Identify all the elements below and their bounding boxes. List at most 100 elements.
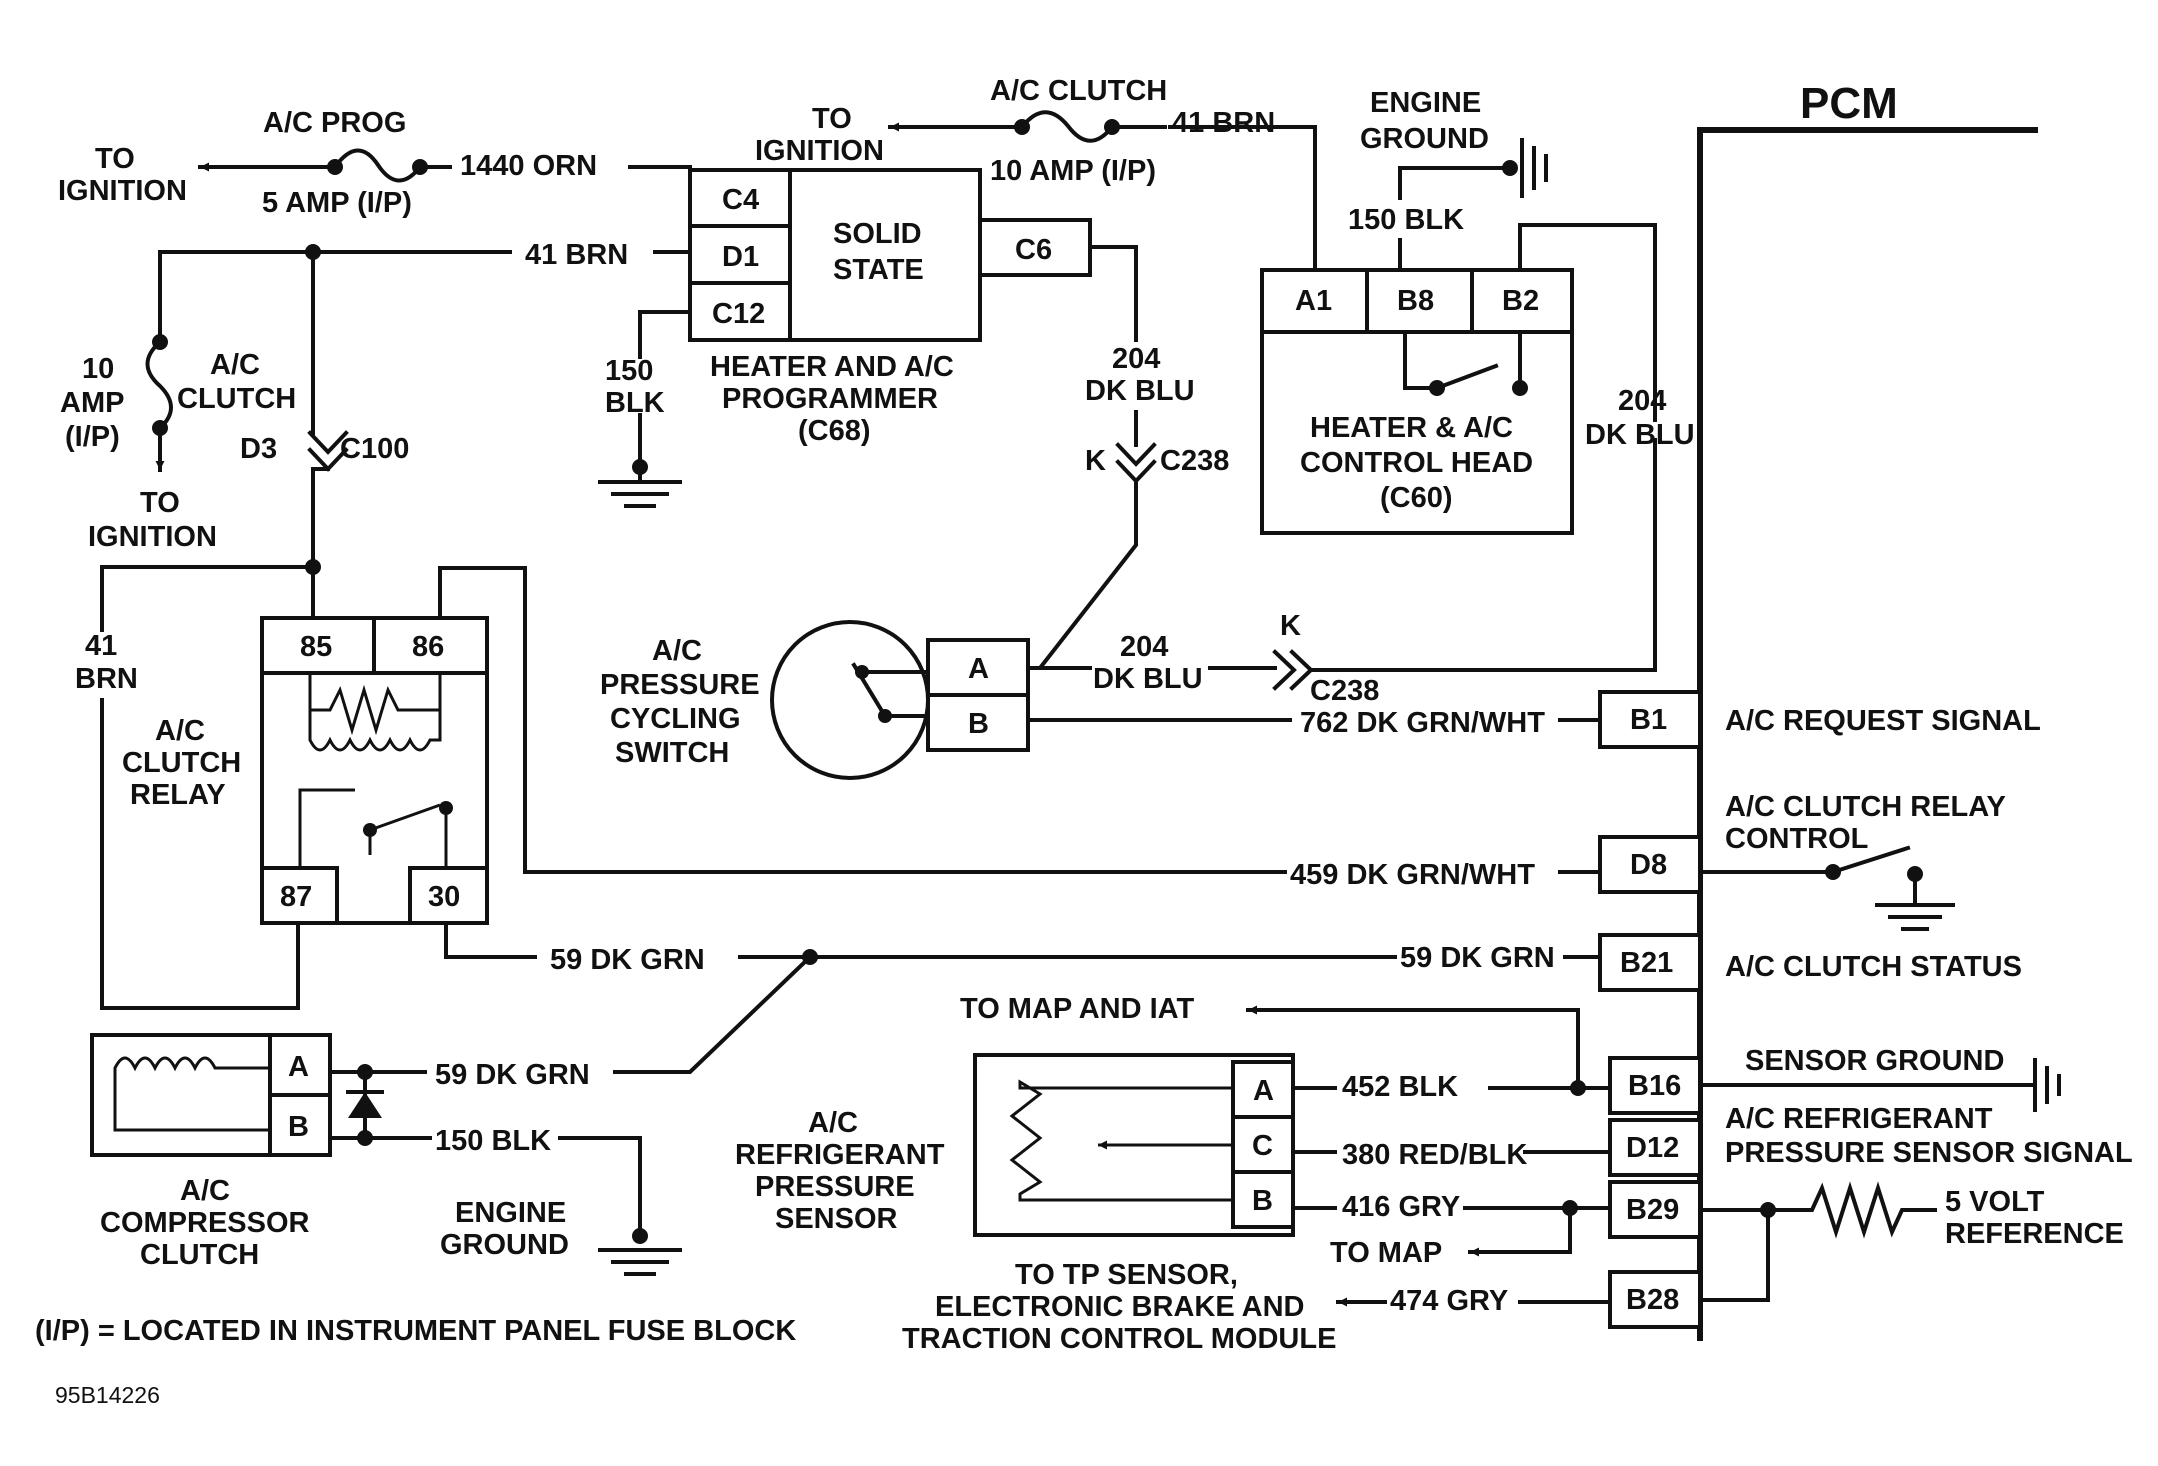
pressure-switch-name-line3: CYCLING bbox=[610, 703, 741, 735]
wire-label-brn-left: BRN bbox=[75, 663, 138, 695]
programmer-name-line3: (C68) bbox=[798, 415, 871, 447]
fuse-ac-clutch-top: A/C CLUTCH 10 AMP (I/P) TO IGNITION bbox=[755, 75, 1167, 187]
programmer-body-line1: SOLID bbox=[833, 218, 922, 250]
pcm-signal-b1: A/C REQUEST SIGNAL bbox=[1725, 705, 2041, 737]
compressor-name-line3: CLUTCH bbox=[140, 1239, 259, 1271]
pcm-signal-d12-line2: PRESSURE SENSOR SIGNAL bbox=[1725, 1137, 2133, 1169]
svg-text:B21: B21 bbox=[1620, 947, 1673, 979]
ac-refrigerant-pressure-sensor: A C B A/C REFRIGERANT PRESSURE SENSOR bbox=[735, 1053, 1295, 1237]
fuse-ac-clutch-top-rating: 10 AMP (I/P) bbox=[990, 155, 1156, 187]
to-ignition-lower-line1: TO bbox=[140, 487, 180, 519]
pcm-sensor-ground-symbol bbox=[1698, 1058, 2061, 1112]
fuse-ac-prog-rating: 5 AMP (I/P) bbox=[262, 187, 412, 219]
connector-c100: D3 C100 bbox=[240, 430, 409, 472]
wire-label-380: 380 RED/BLK bbox=[1342, 1139, 1527, 1171]
relay-name-line1: A/C bbox=[155, 715, 205, 747]
ac-pressure-cycling-switch: A B A/C PRESSURE CYCLING SWITCH bbox=[600, 620, 1030, 780]
wire-label-204-lower: 204 bbox=[1120, 631, 1168, 663]
to-ignition-top-line2: IGNITION bbox=[755, 135, 884, 167]
wire-label-204-upper: 204 bbox=[1112, 343, 1160, 375]
engine-ground-bottom-line1: ENGINE bbox=[455, 1197, 566, 1229]
wire-59-dk-grn-to-compressor bbox=[363, 954, 813, 1074]
wire-150-blk-compressor bbox=[363, 1136, 642, 1238]
pcm-pin-b1: B1 bbox=[1598, 690, 1702, 749]
wire-label-59-left: 59 DK GRN bbox=[550, 944, 705, 976]
sensor-pin-a: A bbox=[1253, 1075, 1274, 1107]
fuse-ac-clutch-top-name: A/C CLUTCH bbox=[990, 75, 1167, 107]
ac-compressor-clutch: A B A/C COMPRESSOR CLUTCH bbox=[90, 1033, 384, 1271]
pcm-5v-pullup bbox=[1698, 1181, 1937, 1302]
wire-459-dk-grn-wht bbox=[438, 566, 1602, 874]
sensor-pin-b: B bbox=[1252, 1185, 1273, 1217]
control-head-name-line3: (C60) bbox=[1380, 482, 1453, 514]
relay-pin-87: 87 bbox=[280, 881, 312, 913]
relay-name-line3: RELAY bbox=[130, 779, 226, 811]
programmer-pin-c12: C12 bbox=[712, 298, 765, 330]
engine-ground-top-line1: ENGINE bbox=[1370, 87, 1481, 119]
fuse-left-rating-line2: AMP bbox=[60, 387, 124, 419]
programmer-body-line2: STATE bbox=[833, 254, 924, 286]
label-to-tp-line3: TRACTION CONTROL MODULE bbox=[902, 1323, 1336, 1355]
programmer-name-line1: HEATER AND A/C bbox=[710, 351, 954, 383]
pressure-switch-name-line1: A/C bbox=[652, 635, 702, 667]
wire-label-204-right: 204 bbox=[1618, 385, 1666, 417]
programmer-pin-c6: C6 bbox=[1015, 234, 1052, 266]
wire-label-474: 474 GRY bbox=[1390, 1285, 1508, 1317]
compressor-pin-b: B bbox=[288, 1111, 309, 1143]
wire-label-dk-blu-lower: DK BLU bbox=[1093, 663, 1203, 695]
label-to-map: TO MAP bbox=[1330, 1237, 1442, 1269]
sensor-pin-c: C bbox=[1252, 1130, 1273, 1162]
wire-label-150-blk-top: 150 BLK bbox=[1348, 204, 1464, 236]
sensor-name-line1: A/C bbox=[808, 1107, 858, 1139]
control-head-pin-b8: B8 bbox=[1397, 285, 1434, 317]
control-head-pin-b2: B2 bbox=[1502, 285, 1539, 317]
pcm-pin-d12: D12 bbox=[1608, 1118, 1702, 1177]
control-head-pin-a1: A1 bbox=[1295, 285, 1332, 317]
programmer-pin-d1: D1 bbox=[722, 241, 759, 273]
sensor-name-line2: REFRIGERANT bbox=[735, 1139, 945, 1171]
compressor-pin-a: A bbox=[288, 1051, 309, 1083]
relay-pin-85: 85 bbox=[300, 631, 332, 663]
wire-204-dk-blu-to-b2 bbox=[1026, 223, 1657, 672]
wire-label-762: 762 DK GRN/WHT bbox=[1300, 707, 1545, 739]
svg-text:D12: D12 bbox=[1626, 1132, 1679, 1164]
fuse-ac-prog: A/C PROG 5 AMP (I/P) TO IGNITION bbox=[58, 107, 452, 219]
wire-452-to-map-iat bbox=[1246, 1005, 1580, 1090]
wire-41-brn-below-c100 bbox=[311, 467, 330, 569]
compressor-name-line2: COMPRESSOR bbox=[100, 1207, 310, 1239]
wire-label-59-right: 59 DK GRN bbox=[1400, 942, 1555, 974]
connector-c238-horizontal: K C238 bbox=[1272, 610, 1379, 707]
pcm-signal-d12-line1: A/C REFRIGERANT bbox=[1725, 1103, 1993, 1135]
fuse-left-rating-line1: 10 bbox=[82, 353, 114, 385]
relay-pin-30: 30 bbox=[428, 881, 460, 913]
fuse-ac-clutch-left: 10 AMP (I/P) A/C CLUTCH TO IGNITION bbox=[60, 250, 296, 553]
programmer-pin-c4: C4 bbox=[722, 184, 759, 216]
connector-d3-label: D3 bbox=[240, 433, 277, 465]
pcm-d8-driver-switch bbox=[1698, 845, 1955, 931]
pcm-signal-ref-line1: 5 VOLT bbox=[1945, 1186, 2045, 1218]
pcm-signal-d8-line1: A/C CLUTCH RELAY bbox=[1725, 791, 2006, 823]
sensor-name-line3: PRESSURE bbox=[755, 1171, 915, 1203]
svg-text:B29: B29 bbox=[1626, 1194, 1679, 1226]
wire-label-1440-orn: 1440 ORN bbox=[460, 150, 597, 182]
svg-text:B16: B16 bbox=[1628, 1070, 1681, 1102]
wire-label-452: 452 BLK bbox=[1342, 1071, 1458, 1103]
pressure-switch-name-line4: SWITCH bbox=[615, 737, 729, 769]
label-to-tp-line2: ELECTRONIC BRAKE AND bbox=[935, 1291, 1304, 1323]
pcm-signal-ref-line2: REFERENCE bbox=[1945, 1218, 2124, 1250]
to-ignition-left-line2: IGNITION bbox=[58, 175, 187, 207]
control-head-name-line2: CONTROL HEAD bbox=[1300, 447, 1533, 479]
engine-ground-top: ENGINE GROUND 150 BLK bbox=[1348, 87, 1548, 272]
pressure-switch-pin-b: B bbox=[968, 708, 989, 740]
wire-label-459: 459 DK GRN/WHT bbox=[1290, 859, 1535, 891]
to-ignition-lower-line2: IGNITION bbox=[88, 521, 217, 553]
fuse-left-name-line2: CLUTCH bbox=[177, 383, 296, 415]
wire-1440-orn bbox=[628, 165, 692, 200]
connector-k-vertical-label: K bbox=[1085, 445, 1106, 477]
pcm-signal-b16: SENSOR GROUND bbox=[1745, 1045, 2004, 1077]
wire-label-416: 416 GRY bbox=[1342, 1191, 1460, 1223]
wire-label-150-compressor: 150 BLK bbox=[435, 1125, 551, 1157]
connector-c238-vertical-label: C238 bbox=[1160, 445, 1229, 477]
pressure-switch-name-line2: PRESSURE bbox=[600, 669, 760, 701]
